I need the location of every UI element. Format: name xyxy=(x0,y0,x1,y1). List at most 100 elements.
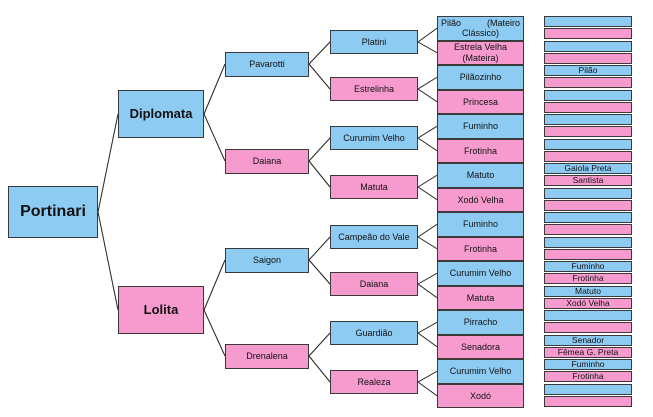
gen4-name: Matuta xyxy=(466,292,495,303)
gen5-cell xyxy=(544,395,632,407)
gen5-cell: Santista xyxy=(544,175,632,187)
gen5-cell xyxy=(544,77,632,89)
connector-grandparent-ggp xyxy=(308,41,331,65)
connector-grandparent-ggp xyxy=(308,259,331,285)
great-grandparent-box-label: Platini xyxy=(361,36,387,47)
gen5-cell xyxy=(544,224,632,236)
great-grandparent-box-label: Guardião xyxy=(355,327,393,338)
gen5-cell: Pilão xyxy=(544,65,632,76)
grandparent-box-label: Pavarotti xyxy=(249,59,285,70)
gen4-name: Curumim Velho xyxy=(449,268,512,279)
gen4-name: Pilãozinho xyxy=(459,72,502,83)
connector-parent-grandparent xyxy=(203,113,226,162)
great-grandparent-box-label: Estrelinha xyxy=(353,83,395,94)
gen4-line2: (Mateira) xyxy=(462,52,499,63)
connector-grandparent-ggp xyxy=(308,236,331,261)
gen4-box: Frotinha xyxy=(437,138,524,163)
connector-ggp-gen4 xyxy=(417,137,438,152)
gen4-name: Senadora xyxy=(460,341,501,352)
connector-ggp-gen4 xyxy=(417,332,438,348)
gen4-name: Princesa xyxy=(462,96,498,107)
connector-ggp-gen4 xyxy=(417,370,438,383)
great-grandparent-box: Platini xyxy=(330,30,418,54)
gen5-cell: Gaiola Preta xyxy=(544,163,632,174)
great-grandparent-box: Guardião xyxy=(330,321,418,345)
connector-ggp-gen4 xyxy=(417,283,438,299)
parent-box: Lolita xyxy=(118,286,204,334)
connector-ggp-gen4 xyxy=(417,272,438,285)
gen5-cell xyxy=(544,212,632,223)
parent-box: Diplomata xyxy=(118,90,204,138)
grandparent-box-label: Daiana xyxy=(252,156,282,167)
gen5-cell: Senador xyxy=(544,334,632,346)
connector-grandparent-ggp xyxy=(308,355,331,383)
grandparent-box: Saigon xyxy=(225,248,309,273)
great-grandparent-box: Curumim Velho xyxy=(330,126,418,150)
root-animal-box: Portinari xyxy=(8,186,98,238)
great-grandparent-box-label: Matuta xyxy=(360,181,388,192)
gen4-name: Xodó xyxy=(469,390,492,401)
gen4-name: Fuminho xyxy=(462,219,498,230)
gen4-name: Matuto xyxy=(466,170,495,181)
gen4-box: Xodó xyxy=(437,383,524,408)
gen4-box: Princesa xyxy=(437,89,524,114)
gen4-box: Fuminho xyxy=(437,212,524,237)
gen4-box: Estrela Velha(Mateira) xyxy=(437,40,524,65)
gen5-cell: Matuto xyxy=(544,285,632,297)
connector-parent-grandparent xyxy=(203,259,226,311)
gen5-cell xyxy=(544,150,632,162)
gen5-cell xyxy=(544,89,632,101)
connector-ggp-gen4 xyxy=(417,186,438,201)
great-grandparent-box-label: Curumim Velho xyxy=(343,132,405,143)
connector-root-parent xyxy=(97,211,119,311)
gen4-line2: Clássico) xyxy=(461,28,499,38)
great-grandparent-box: Matuta xyxy=(330,175,418,199)
connector-ggp-gen4 xyxy=(417,41,438,54)
grandparent-box-label: Saigon xyxy=(252,255,282,266)
connector-parent-grandparent xyxy=(203,63,226,115)
gen5-cell xyxy=(544,138,632,150)
connector-ggp-gen4 xyxy=(417,236,438,250)
gen4-extra: (Mateiro xyxy=(486,18,520,28)
great-grandparent-box-label: Daiana xyxy=(359,278,389,289)
grandparent-box-label: Drenalena xyxy=(246,351,288,362)
great-grandparent-box-label: Campeão do Vale xyxy=(338,231,410,242)
gen4-box: Fuminho xyxy=(437,114,524,139)
connector-ggp-gen4 xyxy=(417,125,438,139)
gen4-name: Frotinha xyxy=(463,243,498,254)
connector-grandparent-ggp xyxy=(308,160,331,188)
great-grandparent-box: Realeza xyxy=(330,370,418,394)
grandparent-box: Pavarotti xyxy=(225,52,309,77)
gen4-box: Matuta xyxy=(437,285,524,310)
gen4-box: Pirracho xyxy=(437,310,524,335)
gen5-cell xyxy=(544,248,632,260)
connector-ggp-gen4 xyxy=(417,88,438,103)
gen5-cell xyxy=(544,40,632,52)
root-animal-box-label: Portinari xyxy=(20,202,86,220)
gen5-cell xyxy=(544,126,632,138)
connector-grandparent-ggp xyxy=(308,332,331,357)
gen4-name: Estrela Velha xyxy=(453,42,508,53)
gen4-name: Curumim Velho xyxy=(449,366,512,377)
gen5-cell: Fuminho xyxy=(544,359,632,370)
great-grandparent-box: Campeão do Vale xyxy=(330,225,418,249)
gen5-cell xyxy=(544,199,632,211)
parent-box-label: Diplomata xyxy=(129,105,193,121)
grandparent-box: Daiana xyxy=(225,149,309,174)
gen5-cell xyxy=(544,236,632,248)
gen5-cell xyxy=(544,310,632,321)
gen4-name: Fuminho xyxy=(462,121,498,132)
connector-ggp-gen4 xyxy=(417,174,438,188)
connector-ggp-gen4 xyxy=(417,223,438,238)
gen4-name: Frotinha xyxy=(463,145,498,156)
gen4-box: Frotinha xyxy=(437,236,524,261)
great-grandparent-box: Estrelinha xyxy=(330,77,418,101)
gen5-cell xyxy=(544,187,632,199)
gen5-cell: Frotinha xyxy=(544,371,632,383)
gen4-name: Pilão xyxy=(441,18,462,28)
gen5-cell: Fuminho xyxy=(544,261,632,272)
gen4-box: Matuto xyxy=(437,163,524,188)
